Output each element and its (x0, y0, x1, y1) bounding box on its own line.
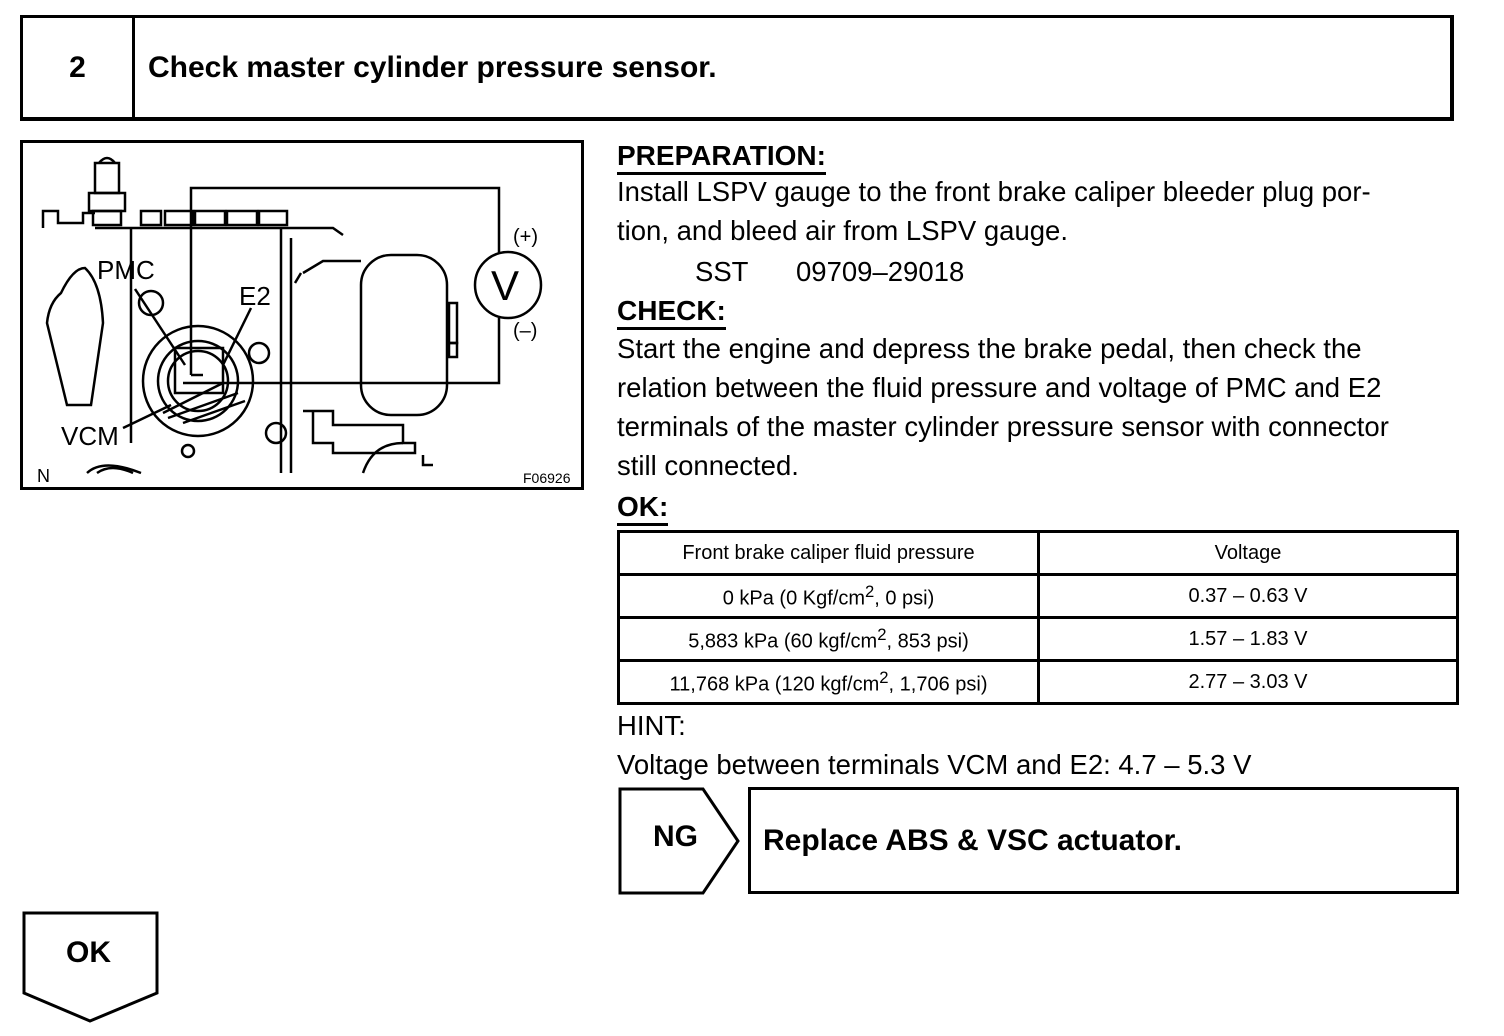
sst-value: 09709–29018 (796, 256, 965, 287)
step-title: Check master cylinder pressure sensor. (148, 50, 717, 84)
hint-text: Voltage between terminals VCM and E2: 4.… (617, 749, 1252, 780)
step-header: 2 Check master cylinder pressure sensor. (20, 15, 1454, 121)
pressure-cell: 0 kPa (0 Kgf/cm2, 0 psi) (617, 573, 1040, 619)
table-header-row: Front brake caliper fluid pressure Volta… (617, 530, 1459, 576)
check-heading: CHECK: (617, 295, 726, 330)
voltage-cell: 1.57 – 1.83 V (1037, 616, 1459, 662)
minus-terminal-label: (–) (513, 320, 538, 342)
check-text: Start the engine and depress the brake p… (617, 333, 1389, 481)
pmc-label: PMC (97, 255, 155, 285)
preparation-text: Install LSPV gauge to the front brake ca… (617, 176, 1371, 246)
voltage-cell: 0.37 – 0.63 V (1037, 573, 1459, 619)
ok-arrow-shape (22, 911, 159, 1023)
table-header-pressure: Front brake caliper fluid pressure (617, 530, 1040, 576)
table-header-voltage: Voltage (1037, 530, 1459, 576)
n-label: N (37, 466, 50, 486)
e2-label: E2 (239, 281, 271, 311)
pressure-cell: 11,768 kPa (120 kgf/cm2, 1,706 psi) (617, 659, 1040, 705)
vcm-label: VCM (61, 421, 119, 451)
step-number: 2 (23, 18, 135, 117)
ng-arrow-shape (618, 787, 740, 895)
sst-label: SST (695, 256, 749, 287)
ok-heading: OK: (617, 491, 669, 526)
table-row: 5,883 kPa (60 kgf/cm2, 853 psi) 1.57 – 1… (617, 616, 1459, 662)
table-row: 11,768 kPa (120 kgf/cm2, 1,706 psi) 2.77… (617, 659, 1459, 705)
preparation-heading: PREPARATION: (617, 140, 826, 175)
plus-terminal-label: (+) (513, 226, 538, 248)
ok-label: OK (66, 936, 111, 969)
ng-label: NG (653, 820, 698, 853)
voltage-cell: 2.77 – 3.03 V (1037, 659, 1459, 705)
pressure-voltage-table: Front brake caliper fluid pressure Volta… (617, 530, 1459, 705)
ng-action-box (748, 787, 1459, 894)
hint-heading: HINT: (617, 710, 686, 741)
voltmeter-label: V (491, 262, 520, 309)
figure-illustration (41, 156, 543, 475)
table-row: 0 kPa (0 Kgf/cm2, 0 psi) 0.37 – 0.63 V (617, 573, 1459, 619)
wiring-figure: PMC E2 VCM V (+) (–) N F06926 (20, 140, 584, 490)
figure-id: F06926 (523, 470, 571, 486)
ng-action-text: Replace ABS & VSC actuator. (763, 823, 1183, 857)
pressure-cell: 5,883 kPa (60 kgf/cm2, 853 psi) (617, 616, 1040, 662)
